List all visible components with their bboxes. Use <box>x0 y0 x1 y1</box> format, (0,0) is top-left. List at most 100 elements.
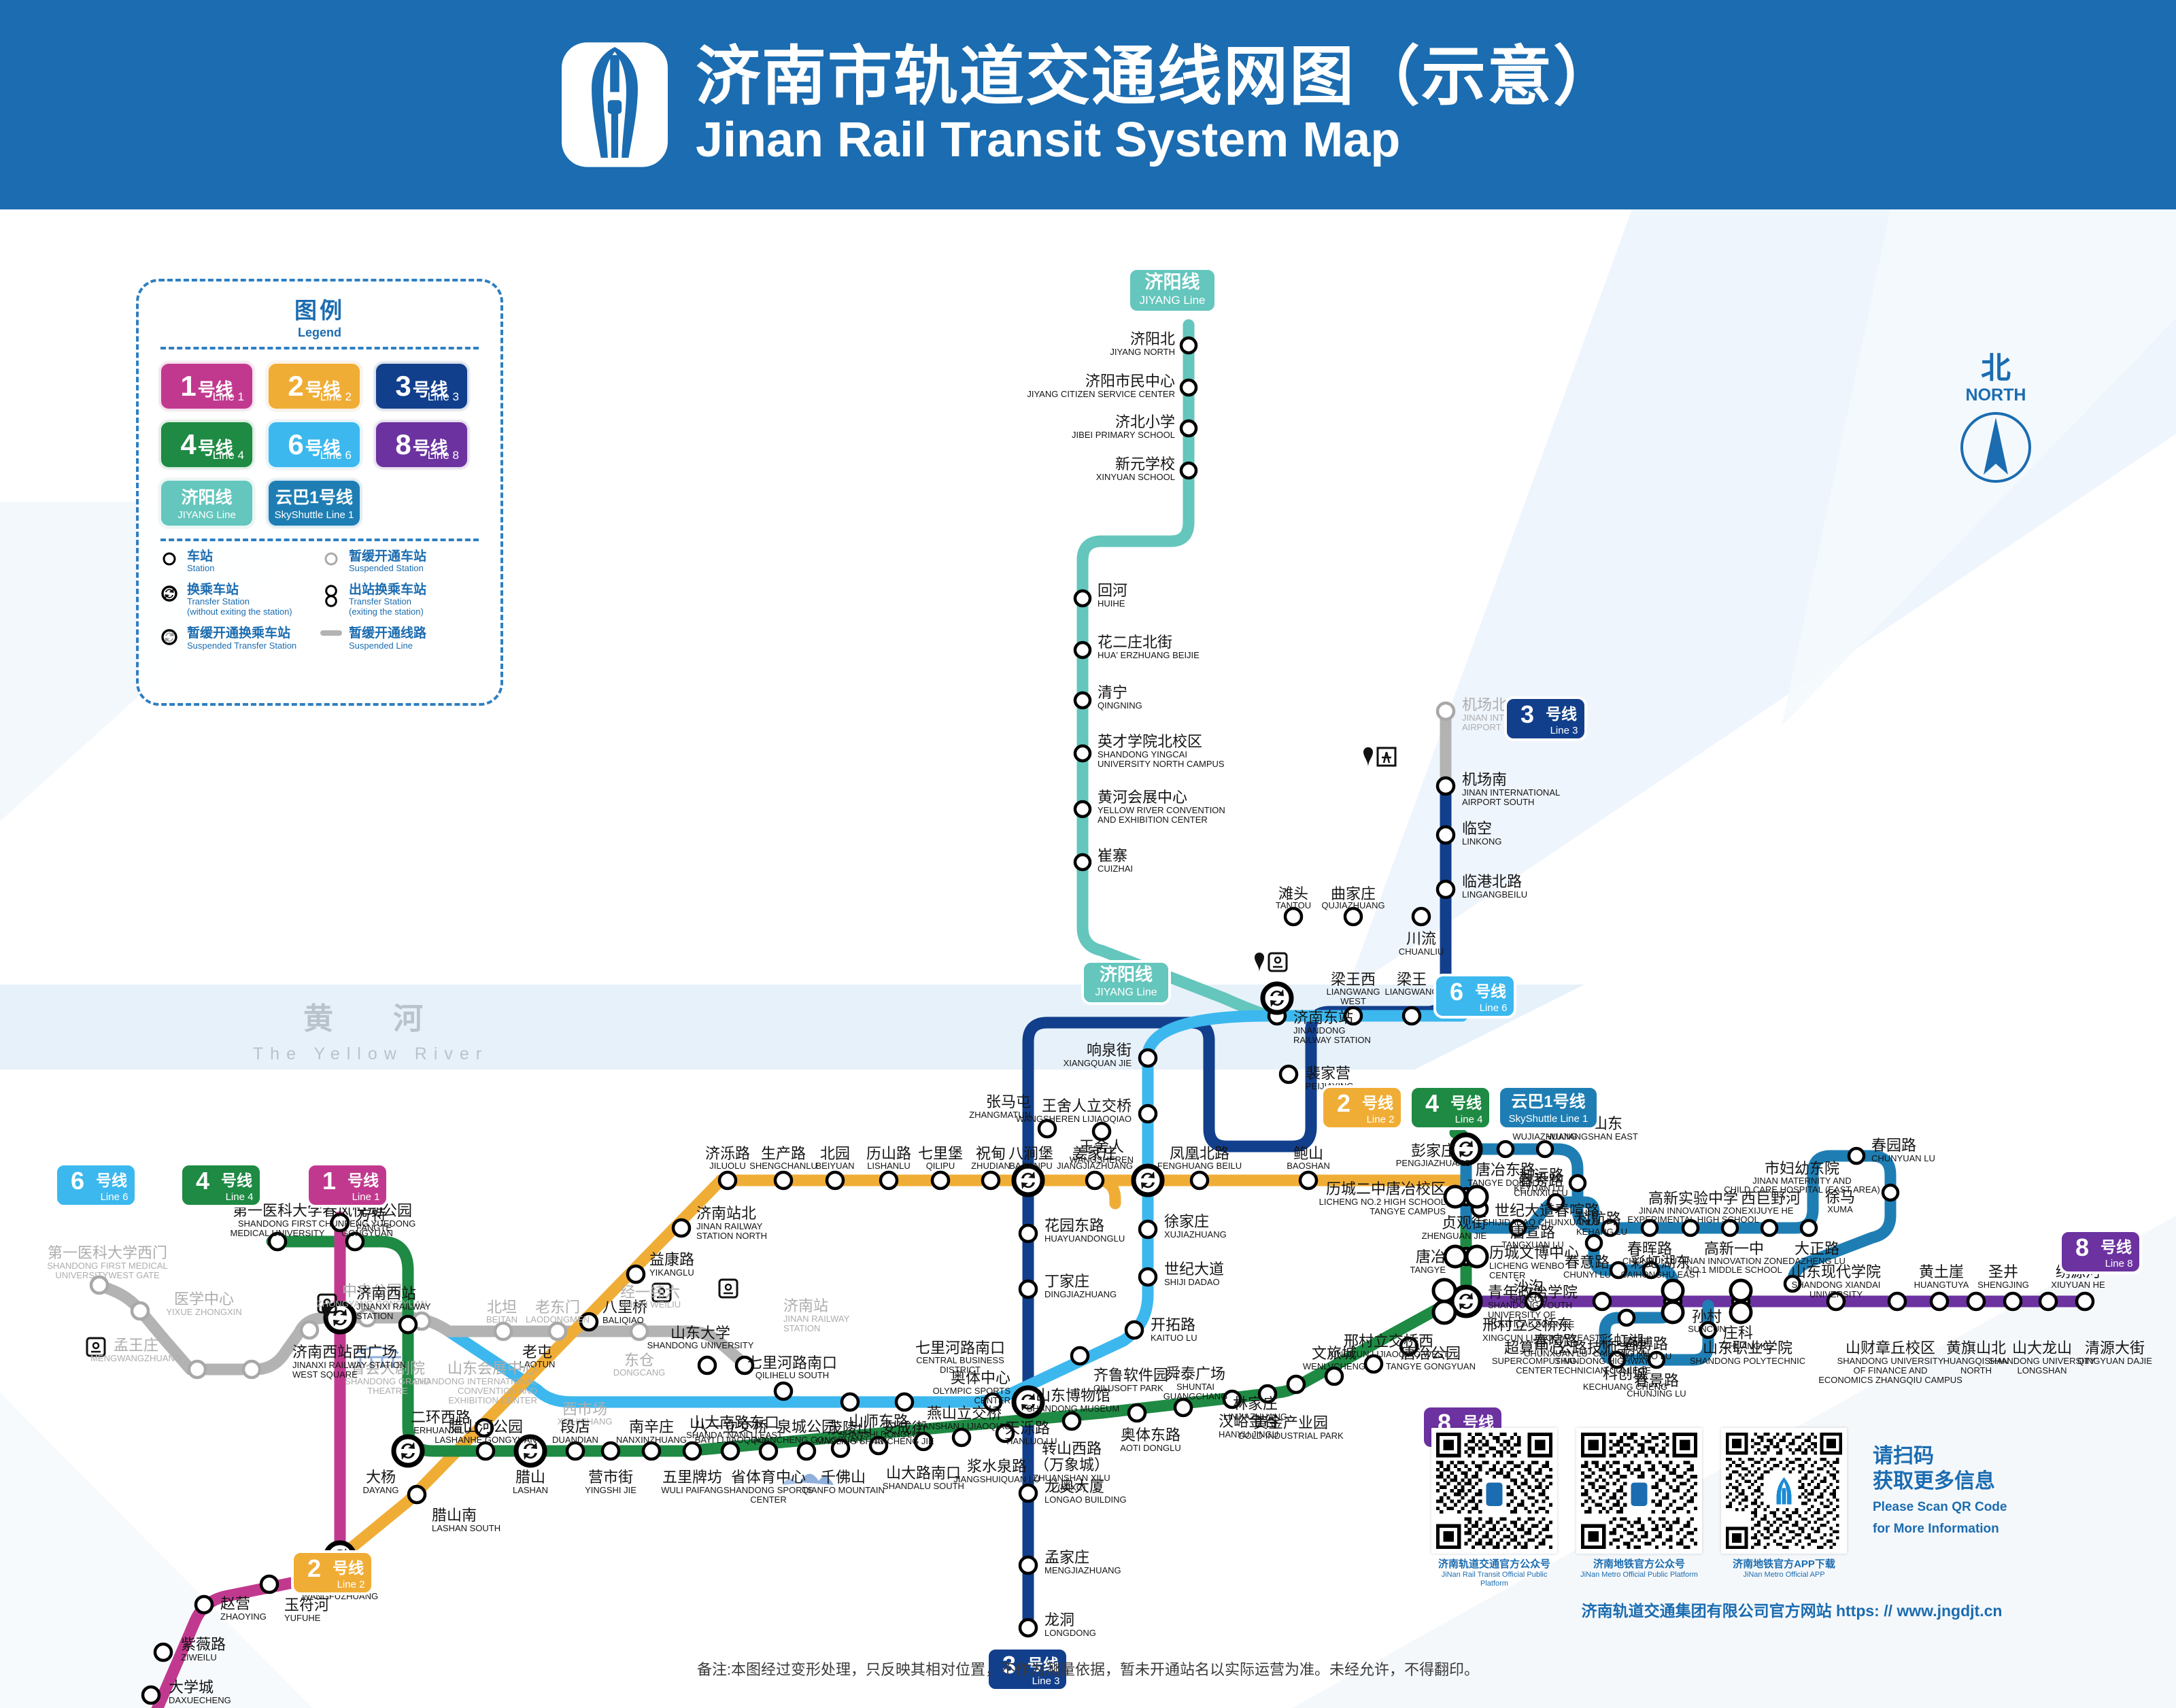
line6-center-stations[interactable] <box>697 1219 1158 1412</box>
station-wangsheren[interactable] <box>1091 1121 1112 1142</box>
badge-line4-mid[interactable]: 4 号线 Line 4 <box>1409 1085 1492 1130</box>
svg-text:超算中心: 超算中心 <box>1504 1339 1564 1356</box>
svg-text:山东现代学院: 山东现代学院 <box>1791 1263 1881 1280</box>
qr-footer: 济南轨道交通官方公众号 JiNan Rail Transit Official … <box>1431 1428 2152 1621</box>
svg-text:唐冶公园: 唐冶公园 <box>1401 1345 1461 1362</box>
badge-line3-ne[interactable]: 3 号线 Line 3 <box>1504 696 1587 741</box>
badge-line2-mid[interactable]: 2 号线 Line 2 <box>1321 1085 1404 1130</box>
svg-text:MAOLING SHAN: MAOLING SHAN <box>816 1436 884 1446</box>
svg-text:大正路: 大正路 <box>1795 1240 1839 1257</box>
svg-text:经一纬六: 经一纬六 <box>620 1284 680 1301</box>
svg-text:LAODONGMEN: LAODONGMEN <box>526 1314 590 1325</box>
svg-text:浆水泉路: 浆水泉路 <box>967 1458 1027 1475</box>
svg-text:WEST: WEST <box>1340 996 1366 1006</box>
line3-north-stations[interactable] <box>1283 701 1456 927</box>
svg-text:6: 6 <box>71 1167 84 1195</box>
svg-text:第一医科大学西门: 第一医科大学西门 <box>48 1244 167 1261</box>
badge-line3-s[interactable]: 3 号线 Line 3 <box>986 1647 1069 1692</box>
north-arrow-icon <box>1960 412 2031 483</box>
svg-text:济南西站西广场: 济南西站西广场 <box>292 1344 397 1361</box>
skyshuttle-loop-path[interactable] <box>1460 1143 1714 1366</box>
svg-text:开拓路: 开拓路 <box>1151 1316 1195 1333</box>
svg-text:ZHAOYING: ZHAOYING <box>220 1611 267 1622</box>
svg-text:黄土崖: 黄土崖 <box>1919 1263 1964 1280</box>
svg-text:UNIVERSITYWEST GATE: UNIVERSITYWEST GATE <box>55 1270 160 1280</box>
legend-chip-jiyang-line[interactable]: 济阳线 JIYANG Line <box>159 479 254 528</box>
svg-text:JINANDONG: JINANDONG <box>1293 1025 1346 1036</box>
qr-cta-cn-2: 获取更多信息 <box>1873 1469 1995 1492</box>
skyshuttle-path[interactable] <box>1460 1143 1897 1290</box>
qr-call-to-action: 请扫码 获取更多信息 Please Scan QR Code for More … <box>1866 1428 2007 1537</box>
svg-text:丁家庄: 丁家庄 <box>1044 1273 1089 1290</box>
svg-text:回河: 回河 <box>1098 582 1127 599</box>
jiyang-stations[interactable] <box>1073 336 1198 872</box>
svg-text:TIANLUO LU: TIANLUO LU <box>1005 1436 1057 1446</box>
chip-en: Line 4 <box>212 449 244 462</box>
qr-code-image[interactable] <box>1431 1428 1557 1554</box>
line2-stations[interactable] <box>407 1170 1319 1505</box>
station-liangwang[interactable] <box>1401 1006 1422 1026</box>
badge-line1-w[interactable]: 1 号线 Line 1 <box>306 1163 389 1208</box>
svg-text:王舍人立交桥: 王舍人立交桥 <box>1042 1097 1132 1114</box>
line3-center-stations[interactable] <box>1018 1223 1038 1638</box>
line-badges[interactable]: 济阳线 JIYANG Line 济阳线 JIYANG Line 3 号线 Lin… <box>54 267 2142 1708</box>
badge-jiyang-top[interactable]: 济阳线 JIYANG Line <box>1127 267 1217 313</box>
badge-line6-w[interactable]: 6 号线 Line 6 <box>54 1163 137 1208</box>
badge-jiyang-mid[interactable]: 济阳线 JIYANG Line <box>1081 960 1171 1005</box>
chip-cn: 云巴1号线 <box>275 488 353 507</box>
svg-text:文旅城: 文旅城 <box>1312 1345 1357 1362</box>
chip-num: 2 <box>288 370 304 402</box>
station-wangsheren-lijiaoqiao[interactable] <box>1138 1104 1158 1124</box>
svg-text:SUPERCOMPUTING: SUPERCOMPUTING <box>1492 1356 1576 1366</box>
chip-num: 8 <box>395 428 411 460</box>
qr-code-image[interactable] <box>1721 1428 1847 1554</box>
svg-text:SHANDA' NANLU EAST: SHANDA' NANLU EAST <box>686 1430 783 1440</box>
line8-stations[interactable] <box>1524 1291 2095 1312</box>
svg-text:BAYI LIJIAOQIAO: BAYI LIJIAOQIAO <box>695 1435 766 1445</box>
line6-suspended-path-w[interactable] <box>443 1325 747 1367</box>
official-website-line[interactable]: 济南轨道交通集团有限公司官方网站 https: // www.jngdjt.cn <box>1581 1602 2003 1620</box>
badge-line2-sw[interactable]: 2 号线 Line 2 <box>291 1550 374 1595</box>
svg-text:LONGDONG: LONGDONG <box>1044 1628 1096 1638</box>
svg-text:SHANDONG MUSEUM: SHANDONG MUSEUM <box>1027 1403 1120 1414</box>
qr-item-metro-public-platform[interactable]: 济南地铁官方公众号 JiNan Metro Official Public Pl… <box>1576 1428 1702 1579</box>
line4-west-stations[interactable] <box>267 1231 496 1461</box>
svg-text:济南站: 济南站 <box>783 1297 828 1314</box>
badge-line8-e[interactable]: 8 号线 Line 8 <box>2059 1229 2142 1274</box>
badge-skyshuttle-mid[interactable]: 云巴1号线 SkyShuttle Line 1 <box>1497 1085 1599 1130</box>
svg-text:LAOTUN: LAOTUN <box>520 1359 556 1369</box>
transfer-station-markers[interactable] <box>326 984 1753 1571</box>
svg-text:CAIHONG HU: CAIHONG HU <box>1593 1348 1649 1359</box>
svg-text:MENGJIAZHUANG: MENGJIAZHUANG <box>1044 1565 1121 1575</box>
svg-text:安成街: 安成街 <box>882 1420 927 1437</box>
jiyang-line-path[interactable] <box>1076 319 1275 1022</box>
legend-chip-skyshuttle-line-1[interactable]: 云巴1号线 SkyShuttle Line 1 <box>267 479 362 528</box>
svg-text:QIANFO MOUNTAIN: QIANFO MOUNTAIN <box>802 1485 885 1495</box>
station-zhangmatun[interactable] <box>1037 1118 1057 1139</box>
station-xiangquanjie[interactable] <box>1138 1048 1158 1068</box>
qr-item-metro-app-download[interactable]: 济南地铁官方APP下载 JiNan Metro Official APP <box>1721 1428 1847 1579</box>
badge-line6-ne[interactable]: 6 号线 Line 6 <box>1433 974 1516 1019</box>
qr-item-rail-transit-public-platform[interactable]: 济南轨道交通官方公众号 JiNan Rail Transit Official … <box>1431 1428 1557 1588</box>
svg-text:SkyShuttle Line 1: SkyShuttle Line 1 <box>1509 1113 1588 1125</box>
svg-text:邢村立交桥西: 邢村立交桥西 <box>1344 1333 1433 1350</box>
svg-text:EXHIBITION CENTER: EXHIBITION CENTER <box>448 1395 537 1405</box>
line6-mid-path[interactable] <box>443 1325 693 1408</box>
qr-code-image[interactable] <box>1576 1428 1702 1554</box>
badge-line4-w[interactable]: 4 号线 Line 4 <box>180 1163 262 1208</box>
station-liangwang-west[interactable] <box>1343 1006 1363 1026</box>
svg-text:SHIJIDADAO CHUNXUANLU: SHIJIDADAO CHUNXUANLU <box>1482 1217 1599 1227</box>
svg-text:七里河路南口: 七里河路南口 <box>747 1354 837 1371</box>
svg-text:YIKANGLU: YIKANGLU <box>649 1267 694 1278</box>
svg-text:SHANDONG GRAND: SHANDONG GRAND <box>345 1376 430 1386</box>
line1-stations[interactable] <box>120 1212 350 1708</box>
svg-text:号线: 号线 <box>1027 1656 1059 1673</box>
station-peijiaying[interactable] <box>1278 1064 1299 1084</box>
svg-text:DAXUECHENG: DAXUECHENG <box>169 1695 231 1705</box>
